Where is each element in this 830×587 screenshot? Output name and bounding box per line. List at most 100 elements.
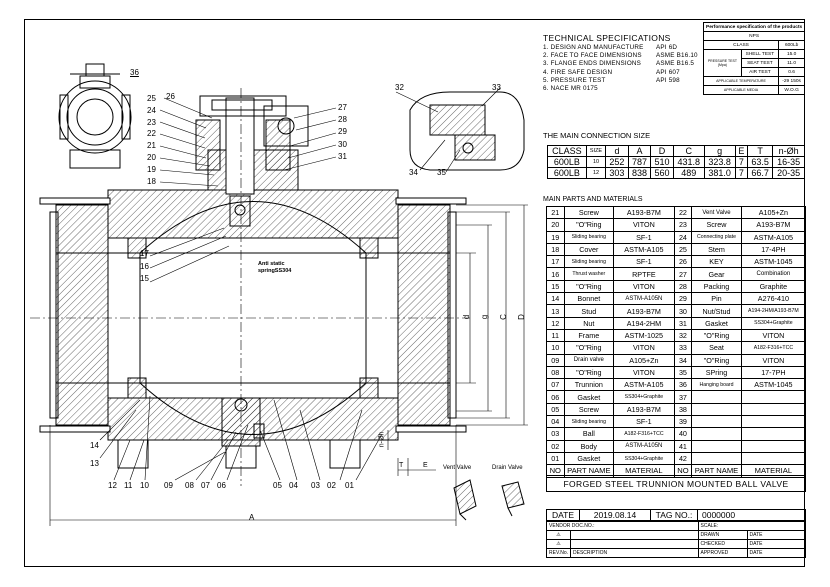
part-name: "O"Ring <box>691 328 742 343</box>
part-name: "O"Ring <box>563 365 615 380</box>
trunnion-bottom <box>221 397 265 469</box>
part-number: 29 <box>673 292 693 306</box>
callout-35: 35 <box>437 168 446 177</box>
part-number: 22 <box>673 205 693 220</box>
part-number: 38 <box>673 402 693 417</box>
part-number: 18 <box>546 242 565 257</box>
part-name: Gasket <box>563 451 615 466</box>
anti-static-note: Anti static springSS304 <box>258 261 292 274</box>
part-material: SF-1 <box>613 415 675 429</box>
part-material: SS304+Graphite <box>613 451 675 466</box>
part-name: Sliding bearing <box>563 415 615 429</box>
part-number: 34 <box>673 353 693 367</box>
part-material: SS304+Graphite <box>613 390 675 404</box>
part-number: 23 <box>673 218 693 232</box>
part-name: KEY <box>691 255 742 269</box>
part-name: Sliding bearing <box>563 255 615 269</box>
part-number: 17 <box>546 255 565 269</box>
part-name: Trunnion <box>563 378 615 392</box>
part-name <box>691 427 742 441</box>
seat-detail-view <box>395 87 525 173</box>
tech-spec-title: TECHNICAL SPECIFICATIONS <box>543 33 671 43</box>
part-number: 15 <box>546 279 565 294</box>
part-number: 30 <box>673 304 693 318</box>
part-material: VITON <box>613 365 675 380</box>
part-number: 07 <box>546 378 565 392</box>
date-tag-row: DATE 2019.08.14 TAG NO.: 0000000 <box>546 509 806 521</box>
part-name: Nut/Stud <box>691 304 742 318</box>
part-name <box>691 390 742 404</box>
part-name: Gasket <box>563 390 615 404</box>
part-name: Ball <box>563 427 615 441</box>
part-name <box>691 439 742 453</box>
callout-32: 32 <box>395 83 404 92</box>
part-material: A105+Zn <box>613 353 675 367</box>
dim-T: T <box>399 462 404 469</box>
dim-D: D <box>516 314 526 320</box>
part-name: Stud <box>563 304 615 318</box>
part-name: Screw <box>563 402 615 417</box>
part-name: Hanging board <box>691 378 742 392</box>
dim-d: d <box>462 314 472 320</box>
main-title: FORGED STEEL TRUNNION MOUNTED BALL VALVE <box>546 475 806 492</box>
part-material: Graphite <box>740 279 807 294</box>
part-number: 36 <box>673 378 693 392</box>
part-name: Gear <box>691 267 742 281</box>
part-material: A194-2HM <box>613 316 675 330</box>
part-number: 05 <box>546 402 565 417</box>
part-material: A182-F316+TCC <box>613 427 675 441</box>
part-name: Body <box>563 439 615 453</box>
callout-36: 36 <box>130 68 139 77</box>
part-number: 39 <box>673 415 693 429</box>
part-name: Gasket <box>691 316 742 330</box>
part-number: 32 <box>673 328 693 343</box>
part-material: Combination <box>740 267 807 281</box>
part-name: Connecting plate <box>691 230 742 244</box>
vent-valve-label: Vent Valve <box>443 465 472 471</box>
part-number: 12 <box>546 316 565 330</box>
part-material: A193-B7M <box>740 218 807 232</box>
callout-26: 26 <box>166 92 175 101</box>
side-view-sketch <box>58 63 132 169</box>
part-name <box>691 402 742 417</box>
part-number: 40 <box>673 427 693 441</box>
part-number: 06 <box>546 390 565 404</box>
drain-valve-sketch <box>501 481 525 517</box>
part-material <box>740 439 807 453</box>
part-material: VITON <box>740 353 807 367</box>
part-name: Seat <box>691 341 742 355</box>
part-material <box>740 427 807 441</box>
callouts-bottom: 12 11 10 09 08 07 06 05 04 03 02 01 <box>108 481 354 490</box>
part-name: Thrust washer <box>563 267 615 281</box>
part-name: "O"Ring <box>563 341 615 355</box>
part-number: 16 <box>546 267 565 281</box>
part-number: 33 <box>673 341 693 355</box>
part-number: 37 <box>673 390 693 404</box>
part-material: ASTM-1045 <box>740 378 807 392</box>
part-material: ASTM-1045 <box>740 255 807 269</box>
dim-E: E <box>423 462 428 469</box>
part-material: 17-4PH <box>740 242 807 257</box>
part-name: Sliding bearing <box>563 230 615 244</box>
part-name: Screw <box>563 205 615 220</box>
part-material: A193-B7M <box>613 205 675 220</box>
part-name: "O"Ring <box>563 218 615 232</box>
part-material <box>740 402 807 417</box>
part-name: Frame <box>563 328 615 343</box>
part-name: Packing <box>691 279 742 294</box>
callout-33: 33 <box>492 83 501 92</box>
callout-14: 14 <box>90 441 99 450</box>
